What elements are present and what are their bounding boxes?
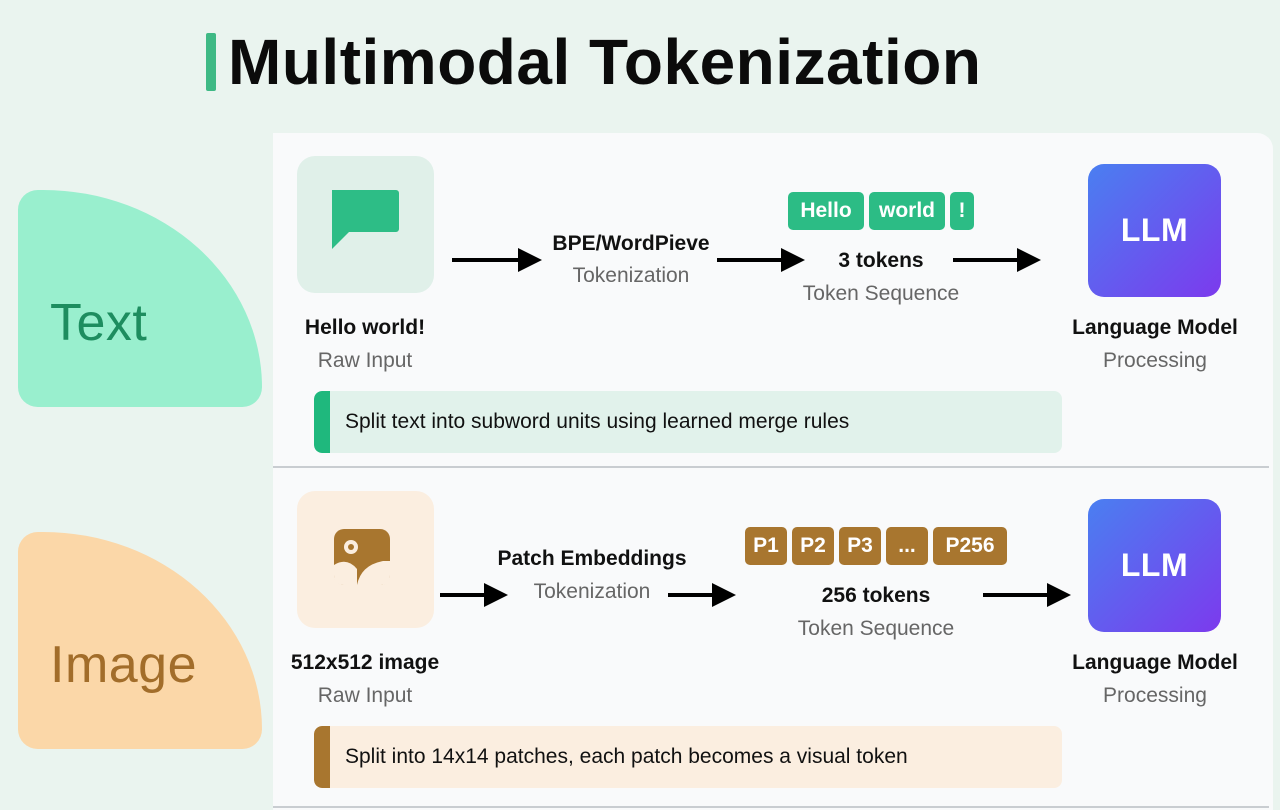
text-input-icon-box: [297, 156, 434, 293]
chat-bubble-icon: [332, 190, 399, 249]
token-chip: P1: [745, 527, 787, 565]
llm-box: LLM: [1088, 499, 1221, 632]
image-model-sub: Processing: [1103, 684, 1207, 707]
text-model-label: Language Model: [1072, 316, 1238, 339]
category-label-text: Text: [50, 294, 148, 352]
bottom-divider: [273, 806, 1269, 808]
image-token-count: 256 tokens: [821, 584, 931, 607]
text-token-count: 3 tokens: [838, 249, 924, 272]
token-chip: ...: [886, 527, 928, 565]
arrow-icon: [983, 583, 1071, 607]
token-chip: P2: [792, 527, 834, 565]
image-input-icon-box: [297, 491, 434, 628]
arrow-icon: [668, 583, 736, 607]
image-note: Split into 14x14 patches, each patch bec…: [314, 726, 1062, 788]
token-chip: P3: [839, 527, 881, 565]
text-note-text: Split text into subword units using lear…: [345, 410, 850, 433]
text-token-sub: Token Sequence: [802, 282, 960, 305]
page-title: Multimodal Tokenization: [228, 26, 982, 98]
arrow-icon: [953, 248, 1041, 272]
image-note-text: Split into 14x14 patches, each patch bec…: [345, 745, 908, 768]
category-label-image: Image: [50, 636, 198, 694]
token-chip: Hello: [788, 192, 864, 230]
text-model-sub: Processing: [1103, 349, 1207, 372]
arrow-icon: [440, 583, 508, 607]
image-input-sub: Raw Input: [317, 684, 413, 707]
text-input-label: Hello world!: [304, 316, 426, 339]
token-chip: world: [869, 192, 945, 230]
arrow-icon: [452, 248, 542, 272]
token-chip: !: [950, 192, 974, 230]
image-input-label: 512x512 image: [290, 651, 440, 674]
text-method-sub: Tokenization: [572, 264, 690, 287]
token-chip: P256: [933, 527, 1007, 565]
row-divider: [273, 466, 1269, 468]
image-model-label: Language Model: [1072, 651, 1238, 674]
text-note: Split text into subword units using lear…: [314, 391, 1062, 453]
image-method-sub: Tokenization: [533, 580, 651, 603]
note-accent-bar: [314, 391, 330, 453]
image-token-sub: Token Sequence: [797, 617, 955, 640]
note-accent-bar: [314, 726, 330, 788]
text-method-label: BPE/WordPieve: [552, 232, 710, 255]
image-icon: [334, 529, 390, 585]
arrow-icon: [717, 248, 805, 272]
text-input-sub: Raw Input: [317, 349, 413, 372]
llm-box: LLM: [1088, 164, 1221, 297]
title-accent-bar: [206, 33, 216, 91]
image-method-label: Patch Embeddings: [497, 547, 687, 570]
